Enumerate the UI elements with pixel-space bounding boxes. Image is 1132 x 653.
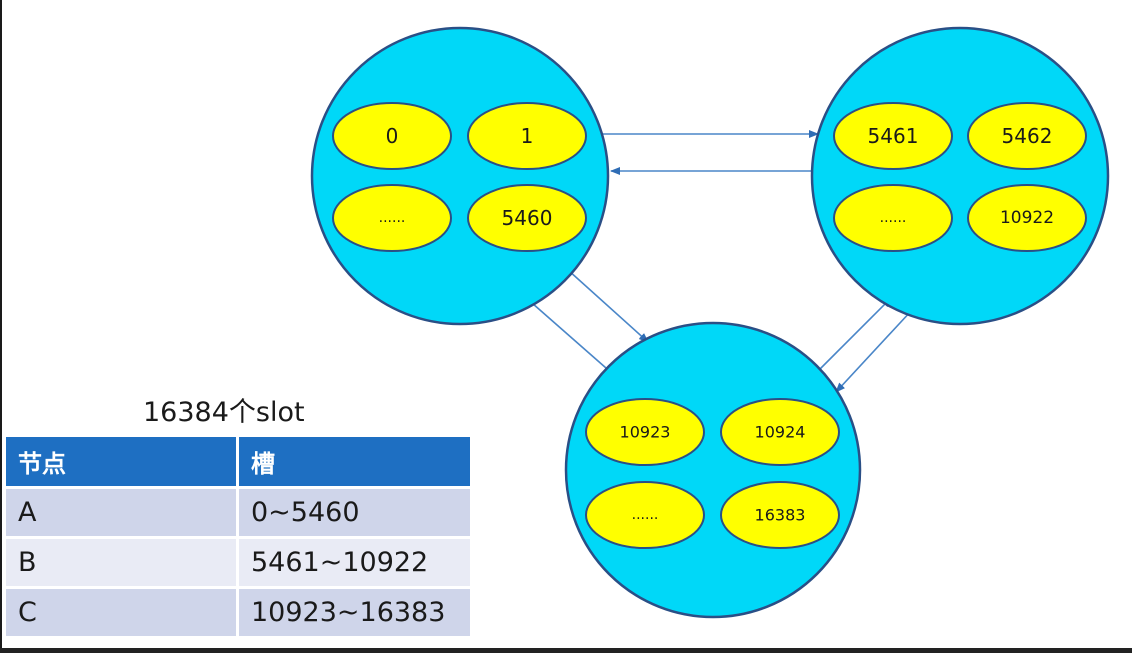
node-c-slot-1-label: 10923 xyxy=(620,423,671,442)
node-b-slot-3 xyxy=(833,184,953,252)
row-c-node: C xyxy=(6,586,239,636)
node-b-slot-3-label: ...... xyxy=(880,210,907,226)
header-node: 节点 xyxy=(6,437,239,488)
node-c-slot-4 xyxy=(720,481,840,549)
node-b: 5461 5462 ...... 10922 xyxy=(810,26,1110,326)
node-b-slot-1 xyxy=(833,102,953,170)
arrow-c-to-b xyxy=(817,297,892,372)
node-b-slot-1-label: 5461 xyxy=(868,124,919,148)
node-c-slot-3 xyxy=(585,481,705,549)
table-row: C 10923~16383 xyxy=(6,586,470,636)
row-b-node: B xyxy=(6,536,239,588)
node-a-slot-3-label: ...... xyxy=(379,210,406,226)
table-row: A 0~5460 xyxy=(6,486,470,538)
node-c-slot-2-label: 10924 xyxy=(755,423,806,442)
slot-count-caption: 16384个slot xyxy=(143,397,305,428)
node-c-slot-1 xyxy=(585,398,705,466)
arrow-a-to-c xyxy=(567,269,649,343)
frame-edge-bottom xyxy=(0,648,1132,653)
node-a-slot-3 xyxy=(332,184,452,252)
connection-arrows xyxy=(523,130,913,393)
node-b-slot-2-label: 5462 xyxy=(1002,124,1053,148)
node-a-slot-4-label: 5460 xyxy=(502,206,553,230)
node-a: 0 1 ...... 5460 xyxy=(310,26,610,326)
node-c-circle xyxy=(564,321,862,619)
node-b-slot-2 xyxy=(967,102,1087,170)
arrow-c-to-a xyxy=(523,295,607,369)
node-a-slot-1-label: 0 xyxy=(386,124,399,148)
row-a-range: 0~5460 xyxy=(237,486,470,538)
node-b-slot-4-label: 10922 xyxy=(1000,208,1054,228)
row-a-node: A xyxy=(6,486,239,538)
node-c-slot-2 xyxy=(720,398,840,466)
node-a-circle xyxy=(310,26,610,326)
slot-assignment-table: 节点 槽 A 0~5460 B 5461~10922 C 10923~16383 xyxy=(6,437,470,636)
node-a-slot-4 xyxy=(467,184,587,252)
node-b-circle xyxy=(810,26,1110,326)
frame-edge-left xyxy=(0,0,2,653)
node-c-slot-3-label: ...... xyxy=(632,507,659,523)
node-c-slot-4-label: 16383 xyxy=(755,506,806,525)
row-c-range: 10923~16383 xyxy=(237,586,470,636)
node-b-slot-4 xyxy=(967,184,1087,252)
node-a-slot-2 xyxy=(467,102,587,170)
table-header-row: 节点 槽 xyxy=(6,437,470,488)
header-slot: 槽 xyxy=(237,437,470,488)
node-a-slot-1 xyxy=(332,102,452,170)
table-row: B 5461~10922 xyxy=(6,536,470,588)
node-a-slot-2-label: 1 xyxy=(521,124,534,148)
node-c: 10923 10924 ...... 16383 xyxy=(564,321,862,619)
arrow-b-to-c xyxy=(835,309,913,393)
row-b-range: 5461~10922 xyxy=(237,536,470,588)
